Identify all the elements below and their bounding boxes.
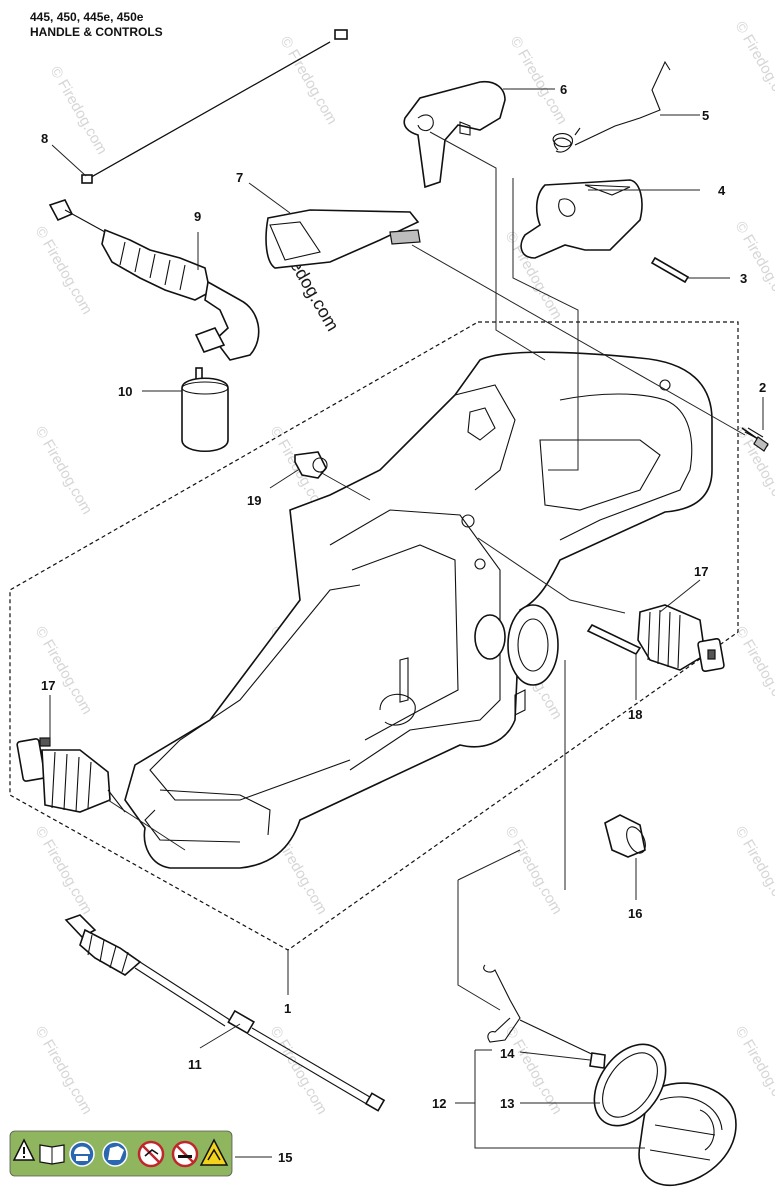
warning-triangle-icon [12,1138,36,1161]
watermark: © Firedog.com [32,1024,96,1118]
watermark: © Firedog.com [507,34,571,128]
throttle-rod-part-11 [64,914,386,1112]
manual-book-icon [39,1144,65,1165]
no-one-hand-icon [137,1140,165,1168]
watermark: © Firedog.com [732,1024,775,1118]
throttle-trigger-part-6 [403,80,555,189]
warning-decal-part-15 [9,1130,272,1177]
callout-4: 4 [718,183,726,198]
pin-part-3 [650,256,730,284]
retainer-part-14 [475,964,606,1069]
callout-8: 8 [41,131,48,146]
screw-part-2 [741,397,769,452]
fuel-hose-part-9 [48,199,260,361]
spring-part-5 [552,60,700,153]
callout-14: 14 [500,1046,515,1061]
no-smoking-icon [171,1140,199,1168]
callout-18: 18 [628,707,642,722]
cable-part-8 [51,29,348,184]
callout-17-left: 17 [41,678,55,693]
callout-5: 5 [702,108,709,123]
av-spring-left-part-17 [16,695,126,813]
helmet-protection-icon [69,1141,95,1167]
callout-1: 1 [284,1001,291,1016]
callout-7: 7 [236,170,243,185]
callout-11: 11 [188,1057,202,1072]
lever-part-7 [248,182,421,269]
fuel-filter-part-10 [142,367,229,452]
watermark: © Firedog.com [732,219,775,313]
callout-13: 13 [500,1096,514,1111]
pin-part-18 [586,623,642,700]
callout-6: 6 [560,82,567,97]
fuel-cap-part-12 [455,1050,737,1187]
callout-17-right: 17 [694,564,708,579]
callout-9: 9 [194,209,201,224]
seal-ring-part-13 [520,1043,667,1127]
callout-19: 19 [247,493,261,508]
watermark: © Firedog.com [32,424,96,518]
handle-housing [124,351,713,869]
diagram-header: 445, 450, 445e, 450e HANDLE & CONTROLS [30,10,163,40]
section-title: HANDLE & CONTROLS [30,25,163,39]
plug-part-16 [604,814,646,900]
kickback-warning-icon [199,1138,229,1166]
gloves-icon [102,1141,128,1167]
callout-16: 16 [628,906,642,921]
watermark: © Firedog.com [32,624,96,718]
watermark: © Firedog.com [732,19,775,113]
callout-labels: 1 2 3 4 5 6 7 8 9 10 11 12 13 14 15 16 1… [41,82,766,1165]
assembly-leaders [107,131,746,1011]
callout-2: 2 [759,380,766,395]
watermark: © Firedog.com [732,624,775,718]
watermark: © Firedog.com [732,824,775,918]
throttle-lockout-part-4 [520,179,700,259]
watermark: © Firedog.com [32,224,96,318]
callout-15: 15 [278,1150,292,1165]
bushing-part-19 [269,451,328,489]
watermark: © Firedog.com [47,64,111,158]
av-spring-right-part-17 [637,579,725,673]
model-list: 445, 450, 445e, 450e [30,10,144,24]
watermark: © Firedog.com [267,1024,331,1118]
callout-12: 12 [432,1096,446,1111]
callout-10: 10 [118,384,132,399]
watermark: © Firedog.com [502,824,566,918]
callout-3: 3 [740,271,747,286]
watermark: © Firedog.com [277,34,341,128]
